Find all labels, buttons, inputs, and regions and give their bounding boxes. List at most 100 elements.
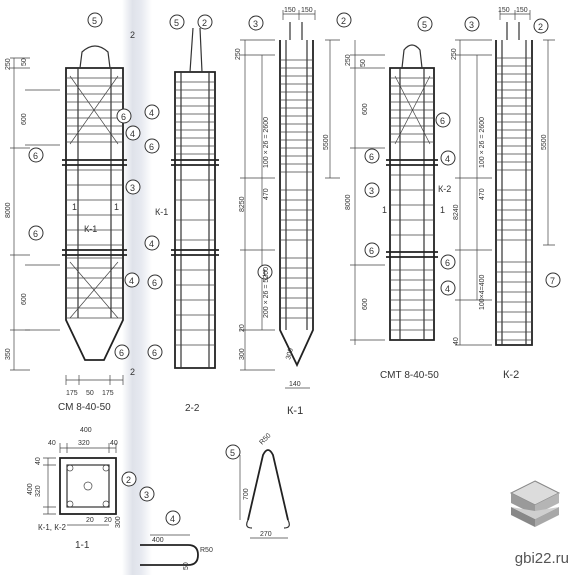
callout-6-v4c: 6 [369,246,374,256]
dim-50b: 50 [86,390,94,397]
loop-detail-5 [239,449,290,539]
dim-150b-k2: 150 [516,7,528,14]
dim-250-k2: 250 [451,48,458,60]
dim-8000: 8000 [5,202,12,218]
dim-300c: 300 [115,516,122,528]
callout-6d: 6 [119,348,124,358]
dim-400h: 400 [152,537,164,544]
dim-400-top: 400 [80,427,92,434]
view-section-2-2 [171,27,219,369]
callout-6: 6 [121,112,126,122]
stirrups-mid [66,169,123,246]
dim-470: 470 [263,188,270,200]
dim-8250: 8250 [239,196,246,212]
view-k-1 [240,10,340,389]
view-smt-8-40-50 [350,40,438,345]
dims-view3: 150 150 250 100 × 26 = 2600 470 8250 200… [235,7,330,388]
section-mark-1-right: 1 [114,202,119,212]
dim-8240: 8240 [453,204,460,220]
dim-8000-smt: 8000 [345,194,352,210]
dim-5500-k2: 5500 [541,134,548,150]
pile-outline [65,67,124,361]
callout-3-v5: 3 [469,20,474,30]
dim-600-smt: 600 [362,103,369,115]
dim-350: 350 [5,348,12,360]
dim-600-smt-b: 600 [362,298,369,310]
callout-5-loop: 5 [230,448,235,458]
callout-4-v4: 4 [445,154,450,164]
dim-140: 140 [289,381,301,388]
dim-400-left: 400 [27,483,34,495]
dim-20a: 20 [86,517,94,524]
view-k-2 [455,10,555,346]
dims-view1: 250 50 600 8000 600 350 175 50 175 [5,58,114,397]
callout-5-v2: 5 [174,18,179,28]
dim-600b: 600 [21,293,28,305]
callout-2-v2: 2 [202,18,207,28]
dim-40-left: 40 [35,457,42,465]
dim-5500: 5500 [323,134,330,150]
dim-150a-k2: 150 [498,7,510,14]
dim-20: 20 [239,324,246,332]
callout-3-v4: 3 [369,186,374,196]
callout-6-v4: 6 [440,116,445,126]
dims-details: 400 R50 50 R50 700 270 [152,432,273,570]
watermark-site[interactable]: gbi22.ru [514,550,569,567]
dim-50: 50 [21,58,28,66]
dim-r50-hook: R50 [200,547,213,554]
dim-175: 175 [66,390,78,397]
dim-150b: 150 [301,7,313,14]
callout-group-view2: 5 2 4 6 4 6 6 [144,14,213,360]
title-smt: СМТ 8-40-50 [380,370,439,381]
hook-detail-4 [140,534,199,566]
callout-6-v2: 6 [149,142,154,152]
dim-100x4: 100×4=400 [479,274,486,310]
callout-6-v4d: 6 [445,258,450,268]
dim-40-top: 40 [48,440,56,447]
callout-2-v3: 2 [341,16,346,26]
dim-50-smt: 50 [360,59,367,67]
dim-300-k1: 300 [239,348,246,360]
frame-label-k1: К-1 [84,224,97,234]
callout-3-sec11: 3 [144,490,149,500]
section-mark-1-left: 1 [72,202,77,212]
dim-250-k1: 250 [235,48,242,60]
callout-3-v3: 3 [253,19,258,29]
frame-label-k1-k2: К-1, К-2 [38,523,67,532]
callout-4-v2: 4 [149,108,154,118]
view-section-1-1 [43,443,117,526]
callout-4-v4b: 4 [445,284,450,294]
section-mark-1-smt-right: 1 [440,205,445,215]
dim-600: 600 [21,113,28,125]
callout-7-v5: 7 [550,276,555,286]
section-mark-2-top: 2 [130,30,135,40]
callout-group-details: 2 3 4 5 [121,444,241,526]
frame-label-k1-sec22: К-1 [155,207,168,217]
stirrups-top [66,75,123,145]
title-sec22: 2-2 [185,403,200,414]
dim-175b: 175 [102,390,114,397]
callout-4-hook: 4 [170,514,175,524]
dim-100x26: 100 × 26 = 2600 [263,117,270,168]
callout-6c: 6 [33,229,38,239]
frame-label-k2: К-2 [438,184,451,194]
callout-6-v2b: 6 [152,278,157,288]
dim-r50-loop: R50 [258,432,272,446]
callout-group-view1: 5 6 4 6 3 6 4 6 [28,12,141,360]
stirrups-bottom [66,257,123,319]
dim-320-left: 320 [35,485,42,497]
dims-view4: 250 50 600 8000 600 [345,54,369,310]
view-sm-8-40-50 [10,45,127,385]
dim-50c: 50 [183,562,190,570]
section-mark-1-smt-left: 1 [382,205,387,215]
callout-4-v2b: 4 [149,239,154,249]
dims-view5: 150 150 250 100 × 26 = 2600 470 8240 100… [451,7,548,345]
dim-40b-top: 40 [110,440,118,447]
callout-6-v2c: 6 [152,348,157,358]
callout-2-v5: 2 [538,22,543,32]
callout-group-view5: 3 2 7 [464,16,561,288]
dim-40-k2: 40 [453,337,460,345]
dim-150a: 150 [284,7,296,14]
callout-6-v4b: 6 [369,152,374,162]
